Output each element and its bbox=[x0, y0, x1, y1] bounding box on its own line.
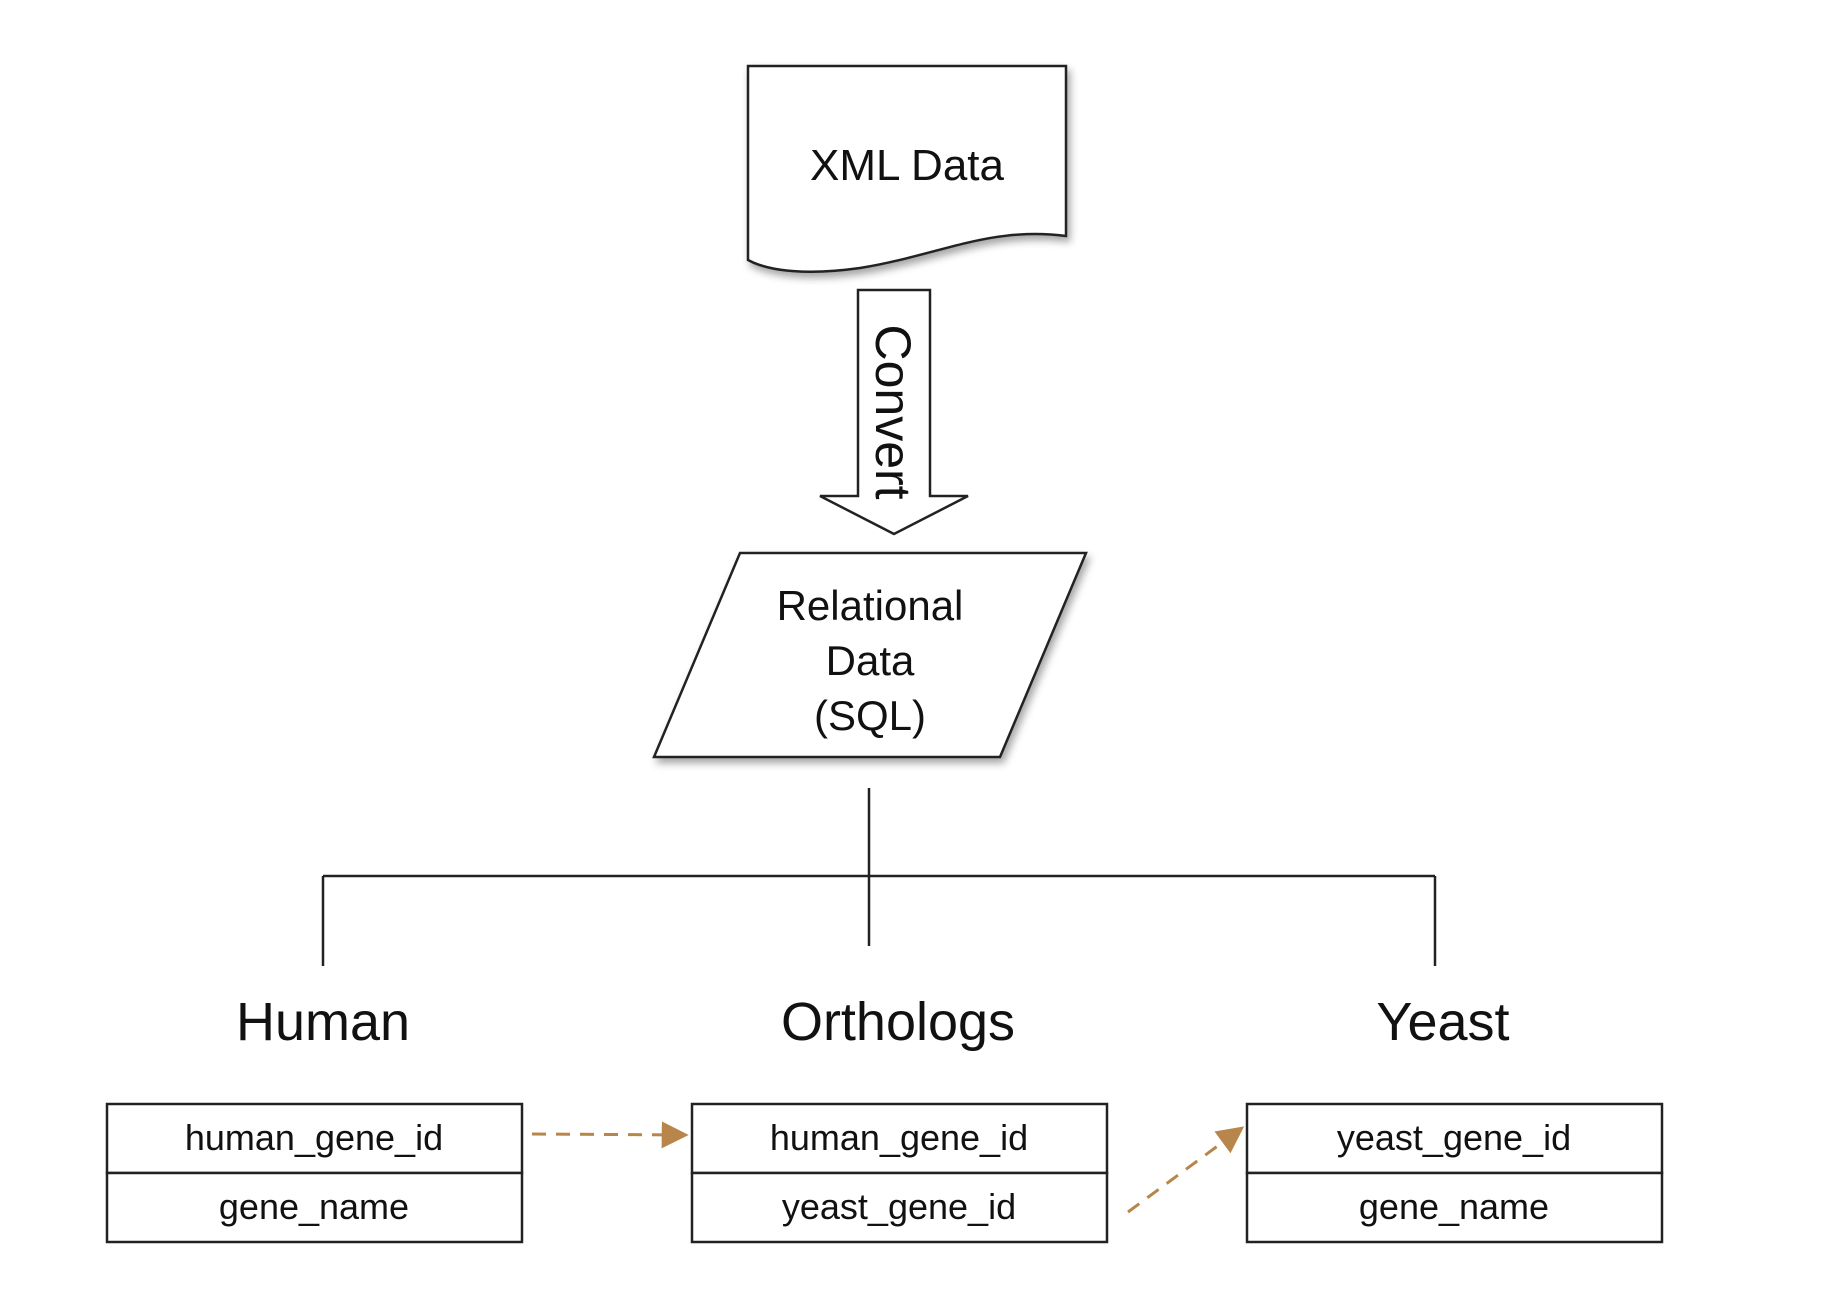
table-row bbox=[1245, 1102, 1664, 1175]
convert-arrow: Convert bbox=[819, 288, 969, 536]
human-table-title: Human bbox=[236, 992, 410, 1052]
table-row bbox=[105, 1102, 524, 1175]
table-cell: human_gene_id bbox=[770, 1117, 1028, 1158]
relational-label-line1: Relational bbox=[777, 582, 964, 629]
table-cell: gene_name bbox=[219, 1186, 409, 1227]
orthologs-table: human_gene_id yeast_gene_id bbox=[690, 1102, 1109, 1244]
orthologs-table-title: Orthologs bbox=[781, 992, 1015, 1052]
table-row bbox=[690, 1171, 1109, 1244]
relational-label-line3: (SQL) bbox=[814, 692, 926, 739]
table-row bbox=[690, 1102, 1109, 1175]
table-row bbox=[1245, 1171, 1664, 1244]
convert-label: Convert bbox=[865, 324, 921, 499]
tree-connector bbox=[321, 788, 1437, 966]
yeast-table: yeast_gene_id gene_name bbox=[1245, 1102, 1664, 1244]
table-cell: human_gene_id bbox=[185, 1117, 443, 1158]
relational-label-line2: Data bbox=[826, 637, 915, 684]
block-arrow-shape bbox=[819, 288, 969, 536]
document-shape bbox=[746, 64, 1068, 273]
human-to-orthologs-link-arrow bbox=[531, 1121, 689, 1149]
table-row bbox=[105, 1171, 524, 1244]
xml-data-node: XML Data bbox=[746, 64, 1068, 273]
yeast-table-title: Yeast bbox=[1376, 992, 1509, 1052]
orthologs-to-yeast-link-arrow bbox=[1127, 1126, 1245, 1214]
table-cell: gene_name bbox=[1359, 1186, 1549, 1227]
table-cell: yeast_gene_id bbox=[1337, 1117, 1571, 1158]
parallelogram-shape bbox=[652, 551, 1088, 759]
xml-data-label: XML Data bbox=[810, 141, 1005, 190]
table-cell: yeast_gene_id bbox=[782, 1186, 1016, 1227]
human-table: human_gene_id gene_name bbox=[105, 1102, 524, 1244]
relational-data-node: Relational Data (SQL) bbox=[652, 551, 1088, 759]
